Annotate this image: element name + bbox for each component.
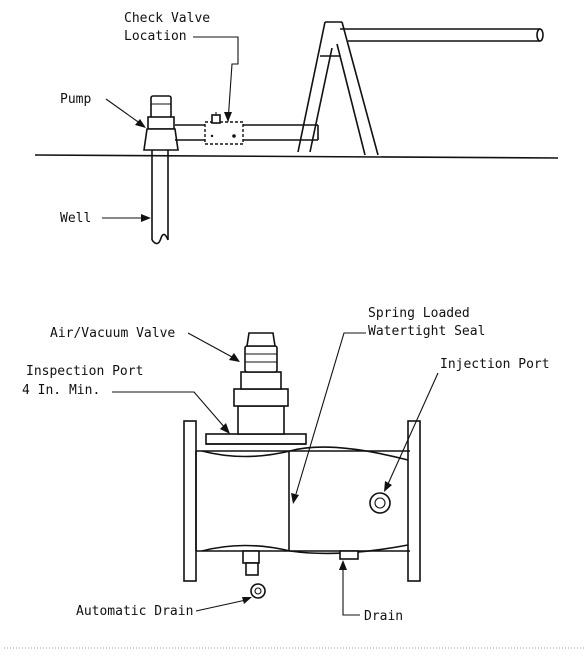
automatic-drain-leader xyxy=(195,599,247,612)
right-flange xyxy=(407,420,421,582)
spring-loaded-seal-label-line2: Watertight Seal xyxy=(368,324,485,339)
well-casing xyxy=(151,150,169,245)
system-overview-diagram: Check Valve Location Pump Well xyxy=(34,11,559,245)
inspection-port-arrowhead xyxy=(220,423,230,434)
injection-port-label: Injection Port xyxy=(440,357,550,372)
injection-port-fitting xyxy=(369,492,391,514)
automatic-drain-arrowhead xyxy=(242,597,252,604)
left-flange xyxy=(183,420,197,582)
automatic-drain-label: Automatic Drain xyxy=(76,604,193,619)
drain-arrowhead xyxy=(339,560,347,570)
automatic-drain-fitting xyxy=(245,562,266,599)
spring-loaded-seal-label-line1: Spring Loaded xyxy=(368,306,470,321)
check-valve-label-line2: Location xyxy=(124,29,187,44)
injection-port-arrowhead xyxy=(384,481,392,492)
air-vacuum-valve-leader xyxy=(187,332,233,358)
spring-loaded-seal-arrowhead xyxy=(291,493,299,504)
check-valve-leader xyxy=(193,36,239,123)
drain-label: Drain xyxy=(364,609,403,624)
check-valve-arrowhead xyxy=(224,112,232,122)
inspection-port-plate xyxy=(205,433,307,445)
bottom-outlets xyxy=(242,550,359,564)
drain-leader xyxy=(342,566,360,616)
supply-pipe xyxy=(175,124,318,141)
pump-label: Pump xyxy=(60,92,91,107)
center-pivot-tower xyxy=(297,21,379,156)
inspection-port-label-line1: Inspection Port xyxy=(26,364,143,379)
air-vacuum-valve-assembly xyxy=(233,332,289,435)
chemigation-check-valve-detail: Air/Vacuum Valve Inspection Port 4 In. M… xyxy=(22,306,550,624)
injection-port-leader xyxy=(387,372,439,485)
pump-arrowhead xyxy=(135,119,146,128)
inspection-port-leader xyxy=(112,391,227,430)
pivot-lateral-pipe xyxy=(340,28,544,42)
check-valve-label-line1: Check Valve xyxy=(124,11,210,26)
pump-leader xyxy=(105,98,142,125)
check-valve-symbol xyxy=(204,112,244,145)
air-vacuum-valve-arrowhead xyxy=(229,353,240,362)
pump-symbol xyxy=(143,95,179,151)
air-vacuum-valve-label: Air/Vacuum Valve xyxy=(50,326,175,341)
spring-loaded-seal-leader xyxy=(295,332,366,495)
well-label: Well xyxy=(60,211,91,226)
well-arrowhead xyxy=(141,214,151,222)
valve-body xyxy=(195,446,410,555)
ground-line xyxy=(34,154,559,159)
inspection-port-label-line2: 4 In. Min. xyxy=(22,383,100,398)
